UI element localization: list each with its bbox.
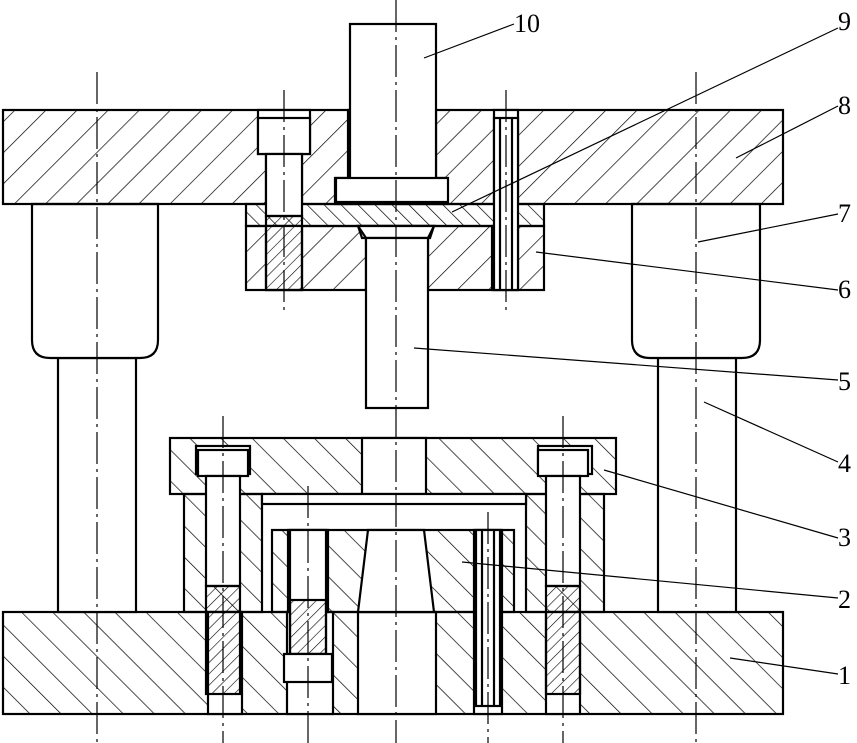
label-9: 9 xyxy=(838,7,851,36)
leader-2 xyxy=(461,561,839,599)
part-1-lower-base xyxy=(1,610,785,716)
label-6: 6 xyxy=(838,275,851,304)
part-5-punch xyxy=(355,224,436,410)
guide-bush-left xyxy=(30,202,160,360)
center-lines xyxy=(96,0,697,743)
leader-3 xyxy=(603,469,839,539)
leader-5 xyxy=(413,347,839,381)
part-labels: 10 9 8 7 6 5 4 3 2 1 xyxy=(514,7,851,690)
leader-4 xyxy=(703,401,839,463)
part-10-shank xyxy=(334,22,450,204)
label-3: 3 xyxy=(838,523,851,552)
label-1: 1 xyxy=(838,661,851,690)
leader-8 xyxy=(735,105,839,159)
leader-lines xyxy=(413,23,839,675)
label-7: 7 xyxy=(838,199,851,228)
leader-1 xyxy=(729,657,839,675)
leader-10 xyxy=(423,23,515,59)
leader-7 xyxy=(697,213,839,243)
label-4: 4 xyxy=(838,449,851,478)
label-10: 10 xyxy=(514,9,540,38)
label-2: 2 xyxy=(838,585,851,614)
label-8: 8 xyxy=(838,91,851,120)
part-4-guide-post-right xyxy=(656,356,738,614)
label-5: 5 xyxy=(838,367,851,396)
leader-6 xyxy=(535,251,839,291)
leader-9 xyxy=(451,27,839,213)
